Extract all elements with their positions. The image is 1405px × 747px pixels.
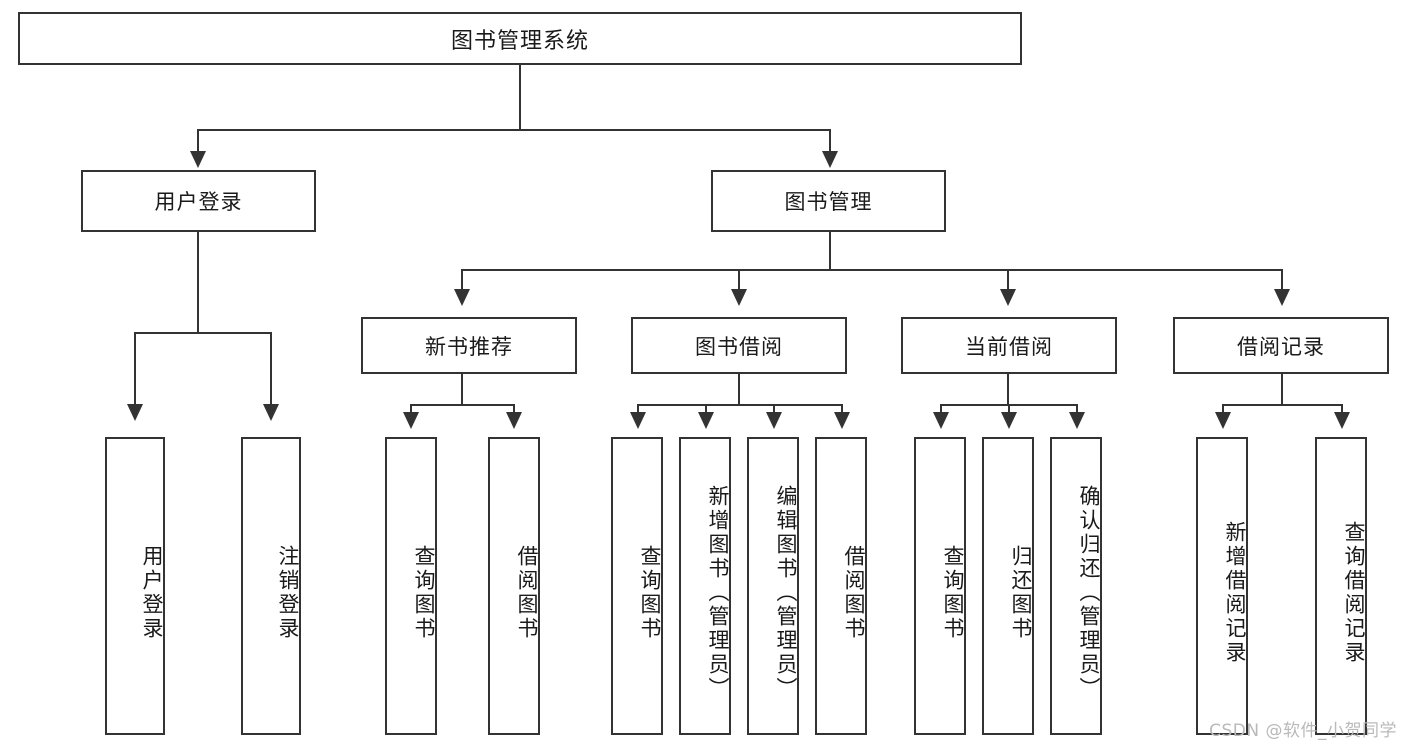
- connector-records-drop-2: [1341, 404, 1343, 414]
- arrow-to-leaf-borrow-book-2: [834, 412, 850, 429]
- arrow-to-user-login: [190, 151, 206, 168]
- leaf-return-book[interactable]: 归还图书: [982, 437, 1034, 735]
- leaf-query-book-borrow[interactable]: 查询图书: [611, 437, 663, 735]
- node-user-login[interactable]: 用户登录: [81, 170, 316, 232]
- connector-level1-drop-left: [197, 129, 199, 153]
- connector-level2-drop-3: [1007, 269, 1009, 291]
- arrow-to-leaf-return-book: [1001, 412, 1017, 429]
- connector-currentborrow-drop-1: [940, 404, 942, 414]
- arrow-to-leaf-query-book-2: [630, 412, 646, 429]
- connector-bookborrow-stem: [738, 374, 740, 405]
- connector-currentborrow-drop-2: [1008, 404, 1010, 414]
- connector-level2-drop-4: [1281, 269, 1283, 291]
- node-borrow-records[interactable]: 借阅记录: [1173, 317, 1389, 374]
- connector-level2-bus: [461, 269, 1283, 271]
- connector-recommend-bus: [410, 404, 514, 406]
- arrow-to-book-management: [822, 151, 838, 168]
- arrow-to-borrow-records: [1274, 289, 1290, 306]
- connector-records-bus: [1222, 404, 1342, 406]
- arrow-to-leaf-query-book-3: [933, 412, 949, 429]
- connector-user-login-drop-2: [270, 332, 272, 406]
- node-current-borrow[interactable]: 当前借阅: [901, 317, 1117, 374]
- connector-recommend-drop-1: [410, 404, 412, 414]
- arrow-to-leaf-query-book-1: [403, 412, 419, 429]
- leaf-user-login[interactable]: 用户登录: [105, 437, 165, 735]
- arrow-to-leaf-query-record: [1334, 412, 1350, 429]
- leaf-borrow-book-borrow[interactable]: 借阅图书: [815, 437, 867, 735]
- node-root-system[interactable]: 图书管理系统: [18, 12, 1022, 65]
- node-book-borrow[interactable]: 图书借阅: [631, 317, 847, 374]
- connector-bookborrow-bus: [637, 404, 842, 406]
- connector-book-mgmt-stem: [829, 232, 831, 271]
- connector-recommend-drop-2: [513, 404, 515, 414]
- arrow-to-leaf-user-login: [127, 404, 143, 421]
- leaf-query-borrow-record[interactable]: 查询借阅记录: [1315, 437, 1367, 735]
- connector-currentborrow-stem: [1007, 374, 1009, 405]
- leaf-add-borrow-record[interactable]: 新增借阅记录: [1196, 437, 1248, 735]
- arrow-to-leaf-borrow-book-1: [506, 412, 522, 429]
- connector-user-login-stem: [197, 232, 199, 333]
- leaf-query-book-recommend[interactable]: 查询图书: [385, 437, 437, 735]
- arrow-to-leaf-add-book: [698, 412, 714, 429]
- connector-records-stem: [1281, 374, 1283, 405]
- node-book-management[interactable]: 图书管理: [711, 170, 946, 232]
- arrow-to-current-borrow: [1000, 289, 1016, 306]
- connector-bookborrow-drop-2: [705, 404, 707, 414]
- leaf-confirm-return-admin[interactable]: 确认归还（管理员）: [1050, 437, 1102, 735]
- connector-bookborrow-drop-4: [841, 404, 843, 414]
- arrow-to-leaf-logout: [263, 404, 279, 421]
- arrow-to-new-book-recommend: [454, 289, 470, 306]
- leaf-query-book-current[interactable]: 查询图书: [914, 437, 966, 735]
- connector-user-login-drop-1: [134, 332, 136, 406]
- connector-recommend-stem: [461, 374, 463, 405]
- connector-level2-drop-2: [738, 269, 740, 291]
- arrow-to-book-borrow: [731, 289, 747, 306]
- connector-level2-drop-1: [461, 269, 463, 291]
- connector-currentborrow-drop-3: [1076, 404, 1078, 414]
- leaf-borrow-book-recommend[interactable]: 借阅图书: [488, 437, 540, 735]
- node-new-book-recommend[interactable]: 新书推荐: [361, 317, 577, 374]
- connector-root-stem: [519, 65, 521, 130]
- connector-bookborrow-drop-1: [637, 404, 639, 414]
- connector-user-login-bus: [134, 332, 270, 334]
- leaf-edit-book-admin[interactable]: 编辑图书（管理员）: [747, 437, 799, 735]
- arrow-to-leaf-confirm-return: [1069, 412, 1085, 429]
- leaf-add-book-admin[interactable]: 新增图书（管理员）: [679, 437, 731, 735]
- connector-records-drop-1: [1222, 404, 1224, 414]
- connector-level1-bus: [197, 129, 831, 131]
- connector-bookborrow-drop-3: [773, 404, 775, 414]
- arrow-to-leaf-add-record: [1215, 412, 1231, 429]
- leaf-logout[interactable]: 注销登录: [241, 437, 301, 735]
- arrow-to-leaf-edit-book: [766, 412, 782, 429]
- connector-level1-drop-right: [829, 129, 831, 153]
